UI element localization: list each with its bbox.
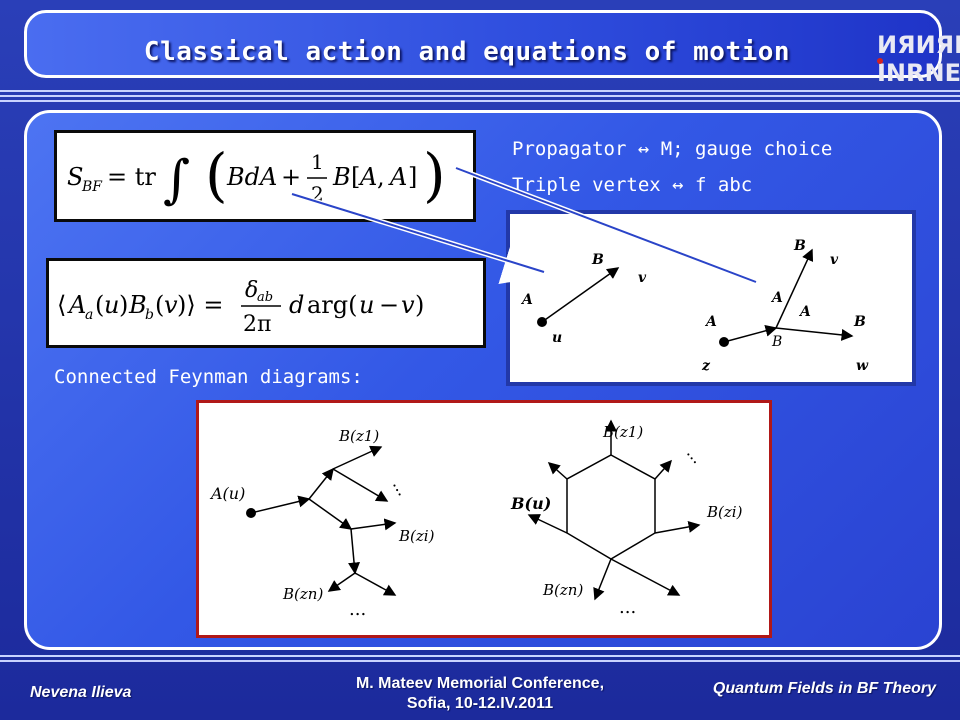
svg-text:B: B <box>128 291 147 319</box>
separator-line <box>0 655 960 657</box>
svg-text:A(u): A(u) <box>209 484 245 503</box>
separator-line <box>0 100 960 102</box>
svg-text:−: − <box>379 291 399 319</box>
svg-text:): ) <box>119 291 128 319</box>
svg-text:d: d <box>289 291 304 319</box>
conference-line-1: M. Mateev Memorial Conference, <box>355 675 605 692</box>
propagator-equation: ⟨ A a ( u ) B b ( v )⟩ = δ ab 2π d arg( … <box>46 258 486 348</box>
footer-author: Nevena Ilieva <box>30 684 132 701</box>
svg-text:u: u <box>359 291 374 319</box>
svg-text:B: B <box>332 163 351 191</box>
svg-text:w: w <box>856 358 869 374</box>
svg-text:arg(: arg( <box>307 291 358 319</box>
svg-text:1: 1 <box>311 150 324 174</box>
feynman-diagrams-graphic: A(u) B(z1) B(zi) B(zn) ... ... B(u) B(z1… <box>209 419 743 620</box>
svg-text:B(u): B(u) <box>510 494 551 513</box>
feynman-diagrams: A(u) B(z1) B(zi) B(zn) ... ... B(u) B(z1… <box>196 400 772 638</box>
svg-text:BdA: BdA <box>226 163 277 191</box>
svg-text:∫: ∫ <box>163 150 190 210</box>
svg-text:B(z1): B(z1) <box>602 423 643 441</box>
svg-text:ИЯИЯЕ: ИЯИЯЕ <box>877 31 960 59</box>
svg-text:...: ... <box>349 599 366 620</box>
svg-text:u: u <box>552 330 562 346</box>
svg-text:(: ( <box>155 291 164 319</box>
svg-text:A: A <box>67 291 86 319</box>
svg-text:,: , <box>377 163 385 191</box>
separator-line <box>0 660 960 662</box>
svg-text:)⟩ =: )⟩ = <box>177 291 223 319</box>
action-equation: S BF = tr ∫ ( BdA + 1 2 B [ A , A ] ) <box>54 130 476 222</box>
svg-text:A: A <box>520 292 533 308</box>
svg-text:δ: δ <box>245 278 258 303</box>
svg-text:+: + <box>281 163 301 191</box>
separator-line <box>0 90 960 92</box>
svg-text:B(zi): B(zi) <box>398 527 435 545</box>
svg-text:v: v <box>830 252 839 268</box>
svg-text:B: B <box>793 238 806 254</box>
svg-text:B(zn): B(zn) <box>282 585 323 603</box>
svg-text:): ) <box>415 291 424 319</box>
svg-text:v: v <box>401 291 415 319</box>
svg-text:2: 2 <box>311 182 324 206</box>
footer-talk-title: Quantum Fields in BF Theory <box>712 680 936 697</box>
svg-text:⟨: ⟨ <box>57 291 66 319</box>
svg-text:BF: BF <box>81 179 103 195</box>
slide-title: Classical action and equations of motion <box>143 37 791 67</box>
svg-text:A: A <box>770 290 783 306</box>
svg-text:B: B <box>771 334 782 350</box>
svg-text:b: b <box>145 307 154 323</box>
separator-line <box>0 95 960 97</box>
svg-text:[: [ <box>351 163 360 191</box>
svg-text:(: ( <box>95 291 104 319</box>
svg-text:2π: 2π <box>243 312 271 337</box>
svg-text:B(zi): B(zi) <box>706 503 743 521</box>
action-equation-graphic: S BF = tr ∫ ( BdA + 1 2 B [ A , A ] ) <box>67 141 446 210</box>
svg-text:= tr: = tr <box>107 163 156 191</box>
svg-text:B: B <box>853 314 866 330</box>
svg-text:v: v <box>164 291 178 319</box>
svg-text:a: a <box>85 307 93 323</box>
svg-text:B: B <box>591 252 604 268</box>
vertex-diagram-graphic: A B v u B v A A A B B z w <box>520 238 869 374</box>
vertex-diagram: A B v u B v A A A B B z w <box>506 210 916 386</box>
svg-text:...: ... <box>619 597 636 618</box>
svg-text:u: u <box>104 291 119 319</box>
svg-text:S: S <box>67 163 83 191</box>
footer-conference: M. Mateev Memorial Conference, Sofia, 10… <box>290 674 670 714</box>
vertex-note: Triple vertex ↔ f abc <box>512 174 753 196</box>
svg-text:B(zn): B(zn) <box>542 581 583 599</box>
svg-text:): ) <box>423 141 446 209</box>
svg-text:v: v <box>638 270 647 286</box>
title-bar: Classical action and equations of motion… <box>24 10 960 87</box>
svg-text:ab: ab <box>257 290 273 305</box>
conference-line-2: Sofia, 10-12.IV.2011 <box>406 695 554 712</box>
svg-text:A: A <box>704 314 717 330</box>
svg-text:B(z1): B(z1) <box>338 427 379 445</box>
svg-text:A: A <box>388 163 407 191</box>
svg-text:]: ] <box>408 163 417 191</box>
propagator-equation-graphic: ⟨ A a ( u ) B b ( v )⟩ = δ ab 2π d arg( … <box>57 278 424 337</box>
svg-text:A: A <box>358 163 377 191</box>
footer: Nevena Ilieva M. Mateev Memorial Confere… <box>0 660 960 720</box>
svg-text:...: ... <box>683 443 707 467</box>
svg-text:(: ( <box>205 141 228 209</box>
connected-label: Connected Feynman diagrams: <box>54 366 363 388</box>
svg-text:INRNE: INRNE <box>877 59 960 87</box>
inrne-logo: ИЯИЯЕ INRNE <box>877 31 960 87</box>
svg-text:A: A <box>798 304 811 320</box>
svg-text:z: z <box>701 358 711 374</box>
svg-text:...: ... <box>389 476 413 499</box>
propagator-note: Propagator ↔ M; gauge choice <box>512 138 833 160</box>
